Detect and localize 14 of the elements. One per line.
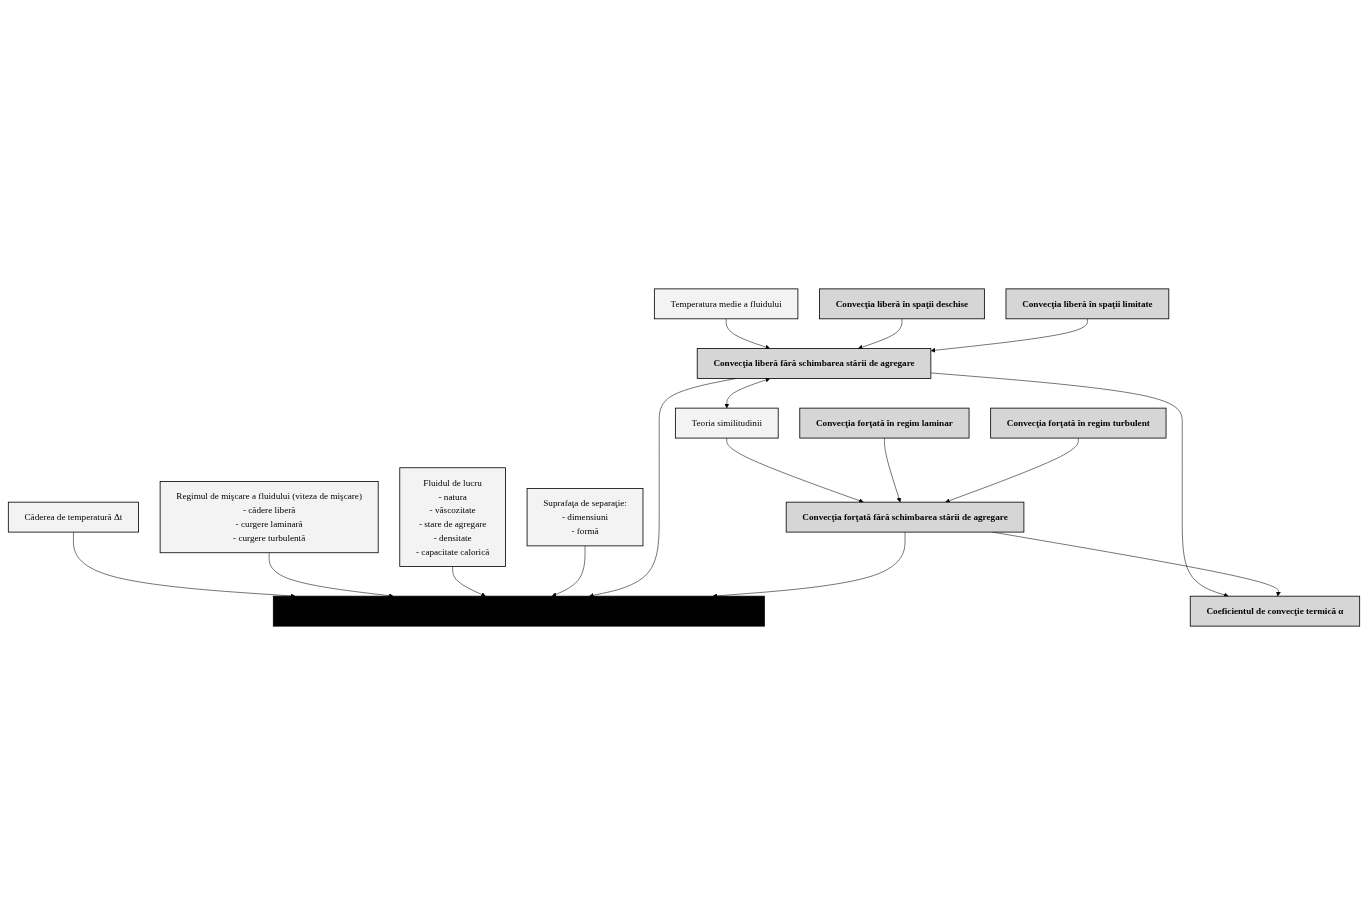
- node-box: Suprafaţa de separaţie: - dimensiuni - formă: [526, 488, 644, 547]
- node-box: Regimul de mişcare a fluidului (viteza de mişcare) - cădere liberă - curgere laminară - curgere turbulentă: [159, 481, 379, 554]
- node-box: Convecţia forţată în regim turbulent: [990, 407, 1167, 439]
- node-box: Fluidul de lucru - natura - vâscozitate - stare de agregare - densitate - capacitate calorică: [399, 467, 506, 567]
- node-box: Convecţia liberă în spaţii limitate: [1005, 288, 1170, 320]
- node-box: Convecţia forţată în regim laminar: [799, 407, 970, 439]
- node-bar: [272, 595, 765, 627]
- node-box: Temperatura medie a fluidului: [653, 288, 799, 320]
- node-box: Căderea de temperatură Δt: [7, 501, 139, 533]
- node-box: Teoria similitudinii: [674, 407, 779, 439]
- node-box: Convecţia liberă fără schimbarea stării de agregare: [696, 348, 932, 379]
- node-box: Coeficientul de convecţie termică α: [1189, 595, 1361, 627]
- node-box: Convecţia liberă în spaţii deschise: [819, 288, 985, 320]
- node-box: Convecţia forţată fără schimbarea stării de agregare: [785, 501, 1025, 533]
